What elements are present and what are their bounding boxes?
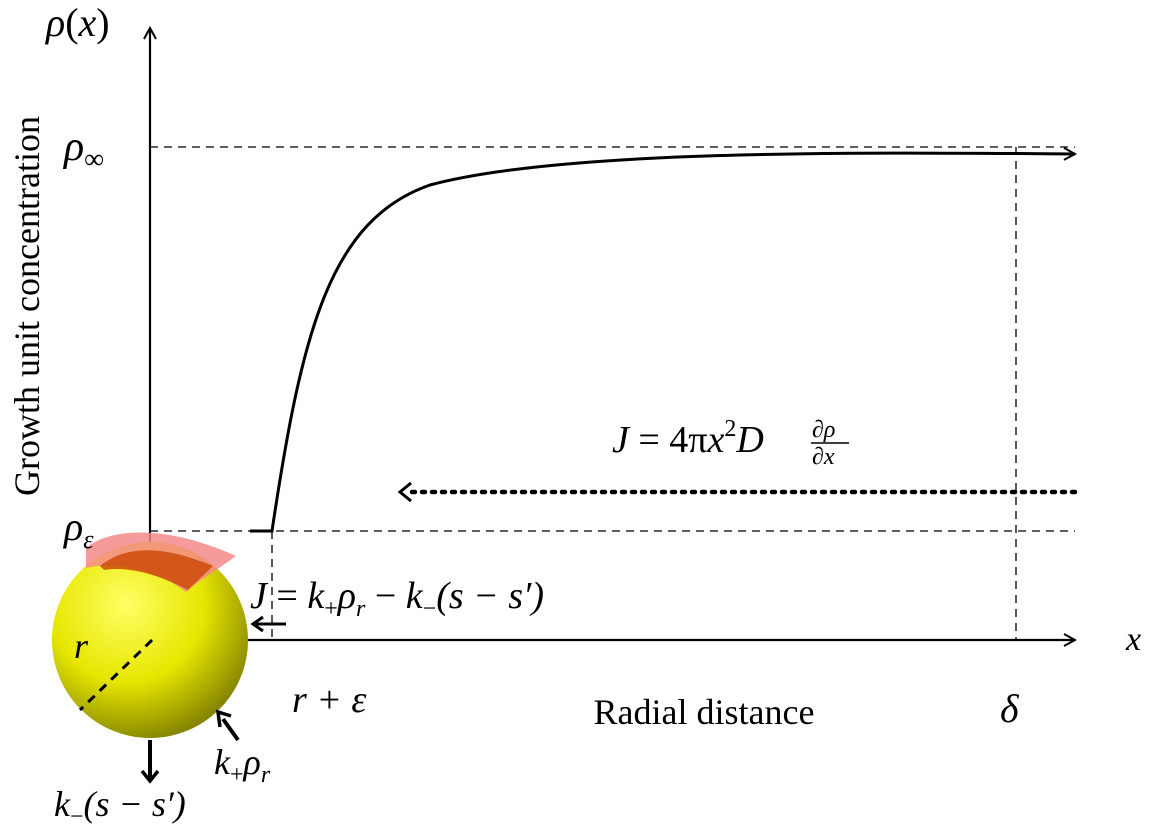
diffusion-flux-arrowhead [397,481,412,503]
x-axis-label: Radial distance [594,692,815,732]
flux-derivative-numerator: ∂ρ [812,417,835,443]
attachment-rate-label: k+ρr [214,742,271,788]
radius-line [78,638,154,712]
delta-marker: δ [1000,686,1020,731]
surface-flux-arrowhead [250,615,264,633]
y-axis-title: ρ(x) [44,0,110,45]
y-axis-label: Growth unit concentration [7,116,47,496]
r-eps-marker: r + ε [292,679,366,721]
x-axis-title: x [1125,621,1141,658]
detachment-arrowhead [140,769,160,784]
detachment-rate-label: k−(s − s′) [54,784,186,829]
concentration-curve [250,153,1075,533]
surface-flux-equation: J = k+ρr − k−(s − s′) [250,575,544,622]
radius-label: r [74,626,89,666]
attachment-arrow [221,717,240,742]
diffusion-flux-equation: J = 4πx2D [612,416,764,461]
flux-derivative-denominator: ∂x [812,444,835,470]
attachment-arrowhead [215,709,232,728]
rho-inf-label: ρ∞ [62,124,104,175]
adsorption-core [100,550,213,590]
rho-eps-label: ρε [62,504,94,554]
